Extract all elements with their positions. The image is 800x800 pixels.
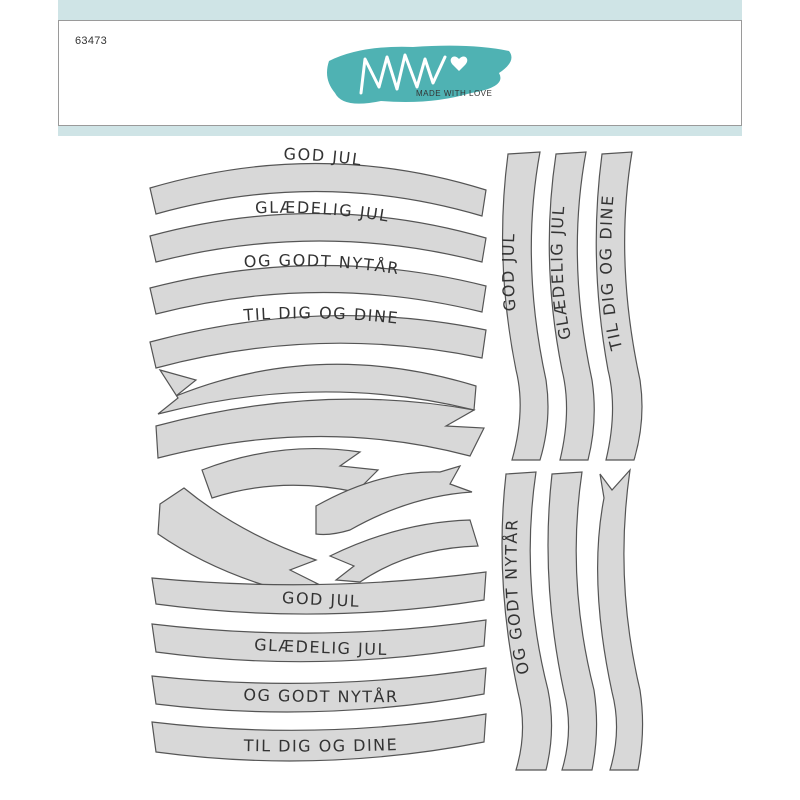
svg-text:TIL DIG OG DINE: TIL DIG OG DINE (243, 735, 399, 756)
curved-banner-bottom-2: GLÆDELIG JUL (151, 619, 487, 663)
diagonal-ribbon (157, 487, 320, 591)
vertical-banner-top-3: TIL DIG OG DINE (595, 151, 643, 461)
tagline: MADE WITH LOVE (416, 89, 493, 98)
banner-text: TIL DIG OG DINE (243, 735, 397, 756)
wavy-ribbon-2 (328, 519, 479, 583)
notched-ribbon-1 (157, 363, 477, 415)
header-card: 63473 MW MADE WITH LOVE (58, 20, 742, 126)
logo-mw-letters (359, 53, 447, 95)
wavy-ribbon-1 (315, 465, 473, 536)
heart-icon (450, 56, 468, 71)
svg-text:GOD JUL: GOD JUL (499, 232, 520, 312)
vertical-banner-bottom-1: OG GODT NYTÅR (501, 471, 553, 771)
svg-text:GLÆDELIG JUL: GLÆDELIG JUL (254, 635, 388, 659)
curved-banner-bottom-4: TIL DIG OG DINE (151, 713, 487, 762)
curved-banner-bottom-1: GOD JUL (151, 571, 487, 615)
banner-text: GOD JUL (499, 232, 519, 312)
banner-text: OG GODT NYTÅR (243, 685, 397, 706)
product-code: 63473 (75, 35, 108, 47)
brand-logo: MW (327, 45, 512, 104)
banner-text: GLÆDELIG JUL (254, 635, 387, 659)
vertical-ribbon-blank-1 (547, 471, 598, 771)
curved-banner-bottom-3: OG GODT NYTÅR (151, 667, 487, 713)
svg-text:OG GODT NYTÅR: OG GODT NYTÅR (243, 685, 399, 706)
small-ribbon-1 (201, 447, 380, 499)
bottom-color-strip (58, 126, 742, 136)
vertical-banner-top-2: GLÆDELIG JUL (547, 151, 595, 461)
vertical-ribbon-blank-2 (597, 468, 644, 771)
banner-text: GOD JUL (282, 588, 360, 611)
notched-ribbon-2 (155, 398, 485, 459)
curved-banner-top-4: TIL DIG OG DINE (149, 303, 487, 369)
svg-text:GOD JUL: GOD JUL (282, 588, 361, 611)
vertical-banner-top-1: GOD JUL (499, 151, 549, 461)
top-color-strip (58, 0, 742, 20)
